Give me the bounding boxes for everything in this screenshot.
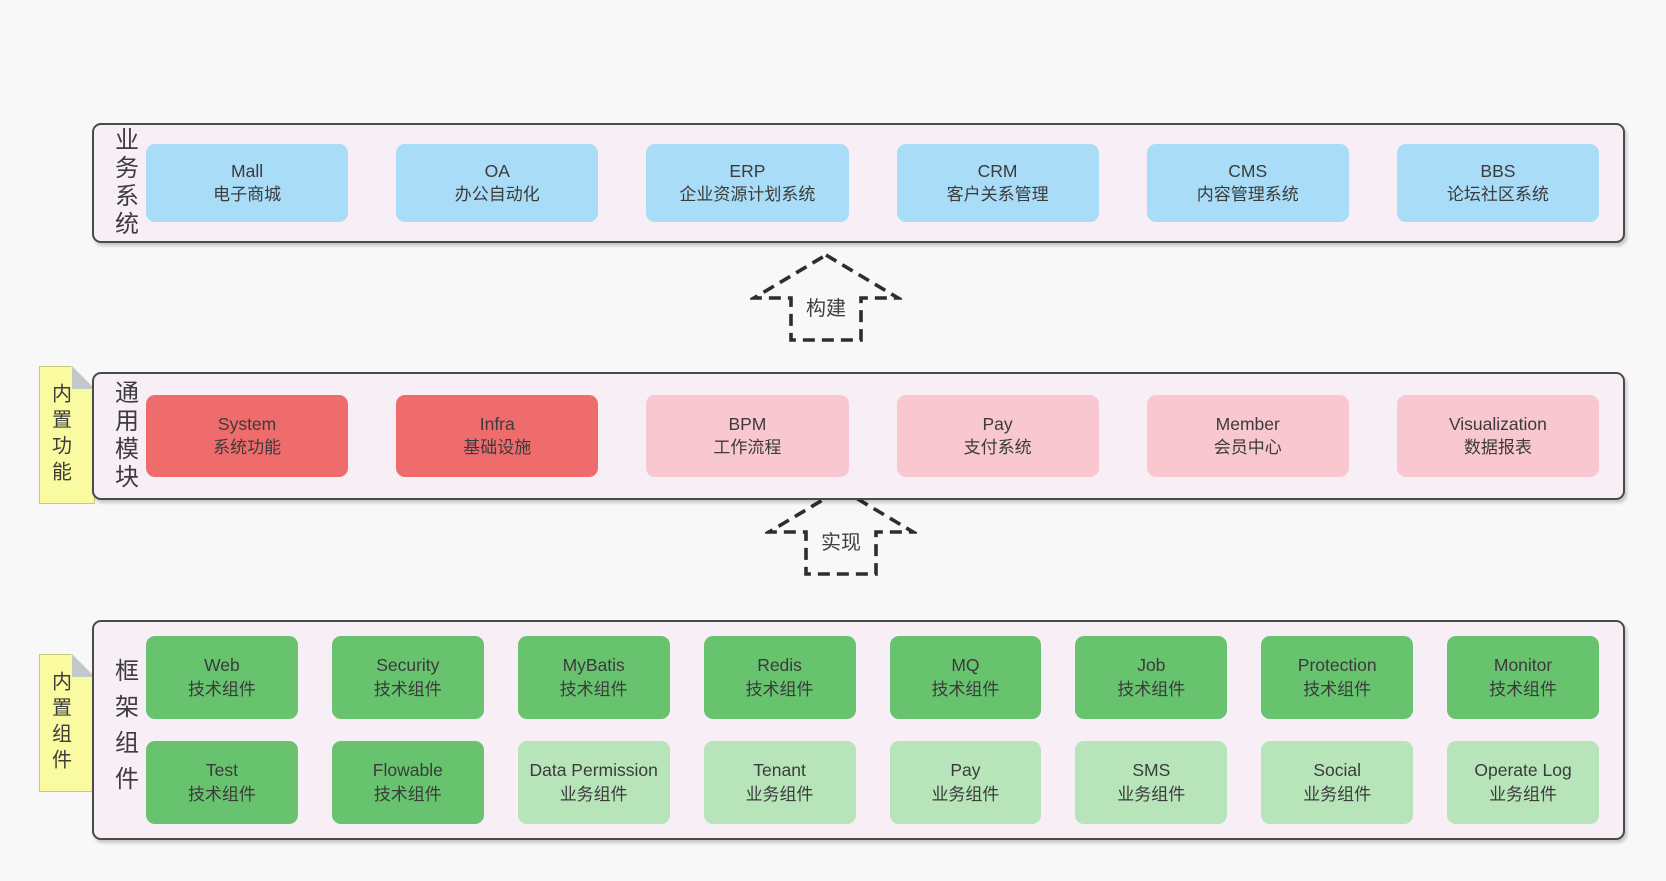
box-visualization: Visualization 数据报表 — [1396, 395, 1599, 477]
arrow-build-outline — [750, 252, 902, 342]
arrow-implement-outline — [765, 486, 917, 576]
sticky-note-builtin-features: 内置功能 — [39, 366, 95, 504]
business-boxes: Mall 电子商城 OA 办公自动化 ERP 企业资源计划系统 CRM 客户关系… — [146, 144, 1599, 222]
box-member: Member 会员中心 — [1146, 395, 1349, 477]
sticky-fold-icon — [72, 654, 95, 677]
panel-label-framework-components: 框架组件 — [110, 658, 138, 802]
box-bpm: BPM 工作流程 — [646, 395, 849, 477]
box-test: Test 技术组件 — [146, 741, 298, 824]
arrow-implement-label: 实现 — [821, 531, 861, 554]
box-job: Job 技术组件 — [1075, 636, 1228, 719]
box-sms: SMS 业务组件 — [1075, 741, 1228, 824]
box-monitor: Monitor 技术组件 — [1447, 636, 1599, 719]
box-mybatis: MyBatis 技术组件 — [517, 636, 670, 719]
box-operate-log: Operate Log 业务组件 — [1447, 741, 1599, 824]
box-protection: Protection 技术组件 — [1261, 636, 1414, 719]
panel-common-modules: 通用模块 System 系统功能 Infra 基础设施 BPM 工作流程 Pay… — [92, 372, 1625, 500]
box-redis: Redis 技术组件 — [703, 636, 856, 719]
arrow-implement-label-bg — [813, 526, 869, 558]
box-crm: CRM 客户关系管理 — [896, 144, 1099, 222]
box-cms: CMS 内容管理系统 — [1146, 144, 1349, 222]
box-mall: Mall 电子商城 — [146, 144, 349, 222]
panel-label-business-systems: 业务系统 — [110, 127, 138, 239]
framework-boxes: Web 技术组件 Security 技术组件 MyBatis 技术组件 Redi… — [146, 636, 1599, 824]
panel-label-common-modules: 通用模块 — [110, 380, 138, 492]
box-data-permission: Data Permission 业务组件 — [517, 741, 670, 824]
box-system: System 系统功能 — [146, 395, 349, 477]
box-erp: ERP 企业资源计划系统 — [646, 144, 849, 222]
box-infra: Infra 基础设施 — [396, 395, 599, 477]
module-boxes: System 系统功能 Infra 基础设施 BPM 工作流程 Pay 支付系统… — [146, 395, 1599, 477]
box-oa: OA 办公自动化 — [396, 144, 599, 222]
box-security: Security 技术组件 — [331, 636, 484, 719]
box-tenant: Tenant 业务组件 — [703, 741, 856, 824]
box-bbs: BBS 论坛社区系统 — [1396, 144, 1599, 222]
box-pay-module: Pay 支付系统 — [896, 395, 1099, 477]
sticky-fold-icon — [72, 366, 95, 389]
box-pay-component: Pay 业务组件 — [889, 741, 1042, 824]
box-web: Web 技术组件 — [146, 636, 298, 719]
arrow-build-label-bg — [798, 292, 854, 324]
arrow-build: 构建 — [750, 252, 902, 342]
box-social: Social 业务组件 — [1261, 741, 1414, 824]
arrow-implement: 实现 — [765, 486, 917, 576]
sticky-note-builtin-components: 内置组件 — [39, 654, 95, 792]
panel-framework-components: 框架组件 Web 技术组件 Security 技术组件 MyBatis 技术组件… — [92, 620, 1625, 840]
panel-business-systems: 业务系统 Mall 电子商城 OA 办公自动化 ERP 企业资源计划系统 CRM… — [92, 123, 1625, 243]
box-mq: MQ 技术组件 — [889, 636, 1042, 719]
arrow-build-label: 构建 — [806, 297, 846, 320]
box-flowable: Flowable 技术组件 — [331, 741, 484, 824]
